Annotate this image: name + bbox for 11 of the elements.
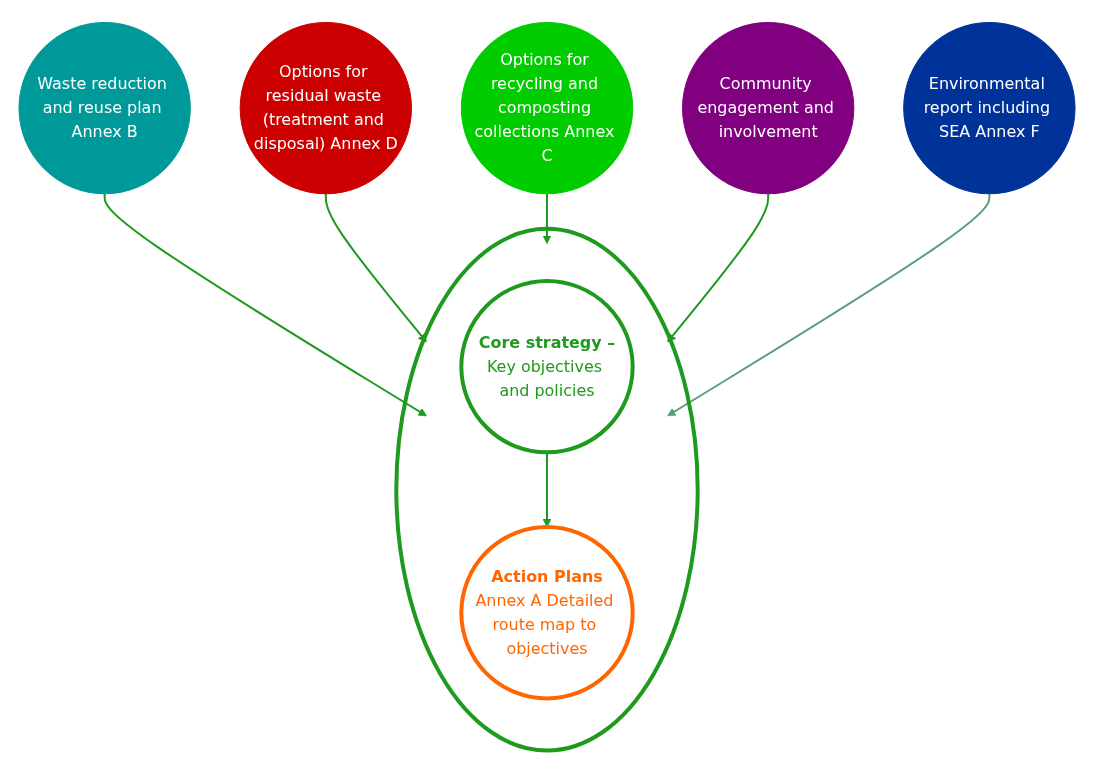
node-circle: Options for recycling and composting collections Annex C xyxy=(460,21,634,195)
arrow xyxy=(667,192,991,417)
node-circle: Environmental report including SEA Annex F xyxy=(903,21,1076,195)
arrow xyxy=(103,192,427,417)
node-circle: Core strategy – Key objectives and policies xyxy=(459,279,635,455)
node-circle: Waste reduction and reuse plan Annex B xyxy=(18,21,191,195)
cluster xyxy=(394,226,700,753)
node-circle: Action Plans Annex A Detailed route map to objectives xyxy=(459,525,635,701)
arrow xyxy=(542,192,552,244)
node-circle: Community engagement and involvement xyxy=(682,21,855,195)
node-circle: Options for residual waste (treatment and disposal) Annex D xyxy=(239,21,412,195)
